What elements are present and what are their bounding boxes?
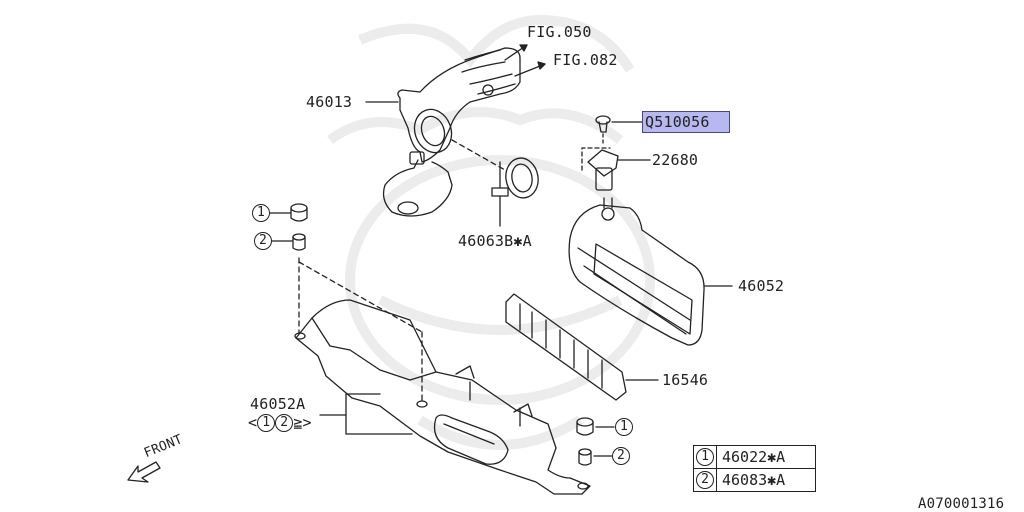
screw-q510056 [595,115,643,147]
legend-part-1[interactable]: 46022✱A [716,445,816,469]
callout-1-lower: 1 [615,418,633,436]
label-fig050[interactable]: FIG.050 [527,23,592,41]
part-highlight [642,111,730,133]
label-22680[interactable]: 22680 [652,151,699,169]
callout-1-upper: 1 [252,204,270,222]
callout-2-lower: 2 [612,447,630,465]
label-46013[interactable]: 46013 [306,93,353,111]
legend-num-1: 1 [696,448,714,467]
dash-line-duct [451,139,506,171]
filter-16546 [505,293,659,401]
collar-2-upper [271,233,306,251]
front-arrow-icon [127,461,161,483]
label-46063b[interactable]: 46063B✱A [458,232,532,250]
bracket-46052a [319,393,413,435]
legend-part-2[interactable]: 46083✱A [716,468,816,492]
upper-case-46052 [568,197,733,346]
qty-open: < [248,413,258,432]
fig-arrows [504,44,546,77]
lower-case-46052a [294,299,591,495]
label-fig082[interactable]: FIG.082 [553,51,618,69]
intake-duct-46013 [365,47,521,217]
collar-2-lower [578,448,613,466]
bushing-1-upper [269,203,308,222]
qty-close: ≧> [293,413,312,432]
diagram-code: A070001316 [918,496,1005,512]
label-16546[interactable]: 16546 [662,371,709,389]
watermark-emblem [327,14,655,450]
legend-num-2: 2 [696,471,714,490]
callout-1-note: 1 [257,414,276,432]
label-q510056[interactable]: Q510056 [645,113,710,131]
clamp-46063b [491,157,539,227]
legend-table: 1 46022✱A 2 46083✱A [693,445,816,492]
bushing-1-lower [576,417,615,436]
label-46052[interactable]: 46052 [738,277,785,295]
callout-2-note: 2 [275,414,294,432]
legend-row: 2 46083✱A [693,468,816,492]
sensor-22680 [581,147,651,191]
label-46052a[interactable]: 46052A [250,395,306,413]
legend-row: 1 46022✱A [693,445,816,469]
callout-2-upper: 2 [254,232,272,250]
